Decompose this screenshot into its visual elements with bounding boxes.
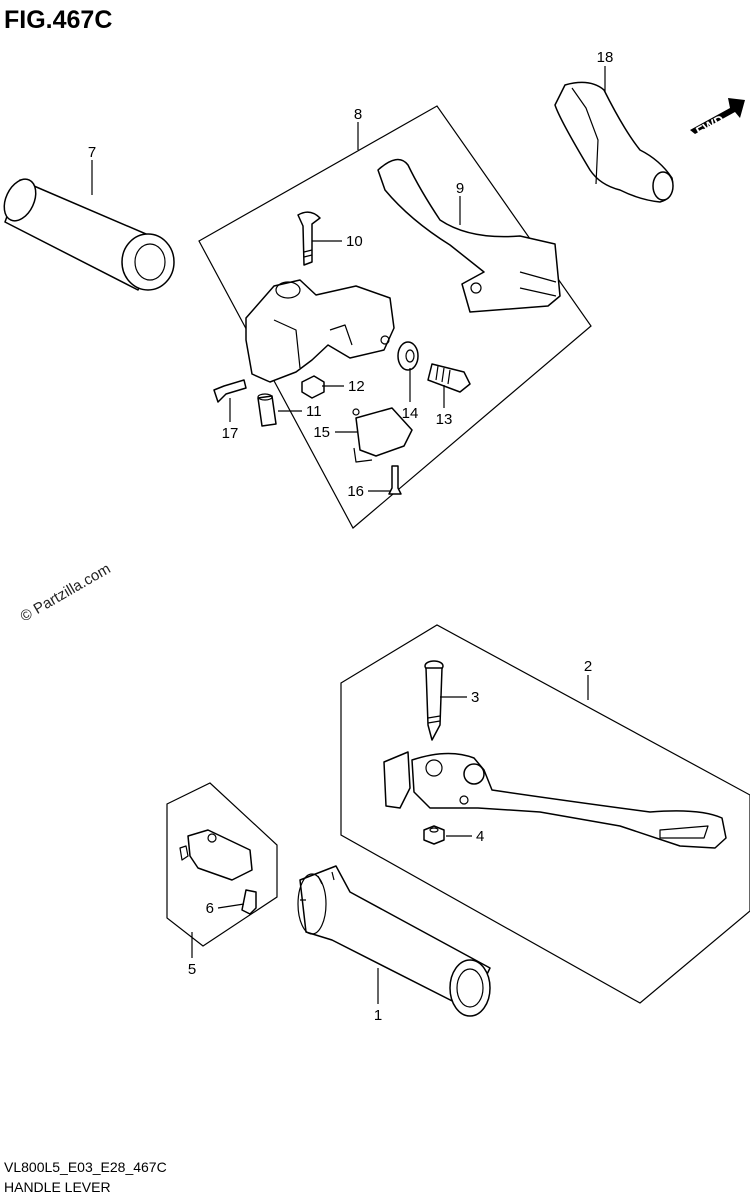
callout-3: 3 bbox=[471, 689, 479, 706]
screw-part-17 bbox=[213, 379, 247, 403]
callout-5: 5 bbox=[188, 961, 196, 978]
callout-8: 8 bbox=[354, 106, 362, 123]
adjuster-bolt-part-13 bbox=[427, 363, 471, 393]
spacer-part-11 bbox=[257, 393, 277, 427]
watermark: © Partzilla.com bbox=[18, 560, 114, 625]
assembly-box-8 bbox=[198, 105, 592, 529]
callout-12: 12 bbox=[348, 378, 365, 395]
figure-title: FIG.467C bbox=[4, 6, 112, 34]
lever-part-2 bbox=[383, 751, 727, 849]
lever-bracket-part-8 bbox=[245, 279, 395, 383]
callouts: 7 8 9 10 11 12 13 14 15 16 17 18 2 3 4 6… bbox=[88, 49, 614, 1024]
callout-16: 16 bbox=[347, 483, 364, 500]
lever-cover-part-18 bbox=[554, 81, 674, 203]
screw-part-6 bbox=[241, 889, 257, 915]
screw-part-16 bbox=[388, 465, 402, 495]
assembly-box-2 bbox=[340, 624, 750, 1004]
callout-15: 15 bbox=[313, 424, 330, 441]
fwd-label: FWD bbox=[693, 112, 726, 139]
callout-11: 11 bbox=[306, 403, 322, 420]
pivot-bolt-part-3 bbox=[424, 660, 444, 741]
callout-4: 4 bbox=[476, 828, 484, 845]
throttle-grip-part-1 bbox=[297, 865, 491, 1017]
nut-part-4 bbox=[423, 825, 445, 845]
leader-6 bbox=[217, 903, 245, 909]
callout-1: 1 bbox=[374, 1007, 382, 1024]
lever-part-9 bbox=[377, 158, 561, 313]
callout-17: 17 bbox=[222, 425, 239, 442]
callout-10: 10 bbox=[346, 233, 363, 250]
leader-lines bbox=[91, 66, 606, 1004]
assembly-box-5 bbox=[166, 782, 278, 947]
switch-part-15 bbox=[352, 407, 413, 463]
adjuster-part-14 bbox=[397, 341, 419, 371]
callout-7: 7 bbox=[88, 144, 96, 161]
callout-13: 13 bbox=[436, 411, 453, 428]
callout-9: 9 bbox=[456, 180, 464, 197]
figure-name: HANDLE LEVER bbox=[4, 1179, 111, 1195]
nut-part-12 bbox=[301, 375, 325, 399]
grip-part-7 bbox=[3, 178, 175, 291]
switch-part-5 bbox=[179, 829, 253, 881]
callout-6: 6 bbox=[206, 900, 214, 917]
callout-14: 14 bbox=[402, 405, 419, 422]
callout-18: 18 bbox=[597, 49, 614, 66]
figure-code: VL800L5_E03_E28_467C bbox=[4, 1159, 167, 1175]
callout-2: 2 bbox=[584, 658, 592, 675]
fwd-direction-arrow: FWD bbox=[690, 98, 745, 139]
pivot-bolt-part-10 bbox=[297, 211, 321, 266]
